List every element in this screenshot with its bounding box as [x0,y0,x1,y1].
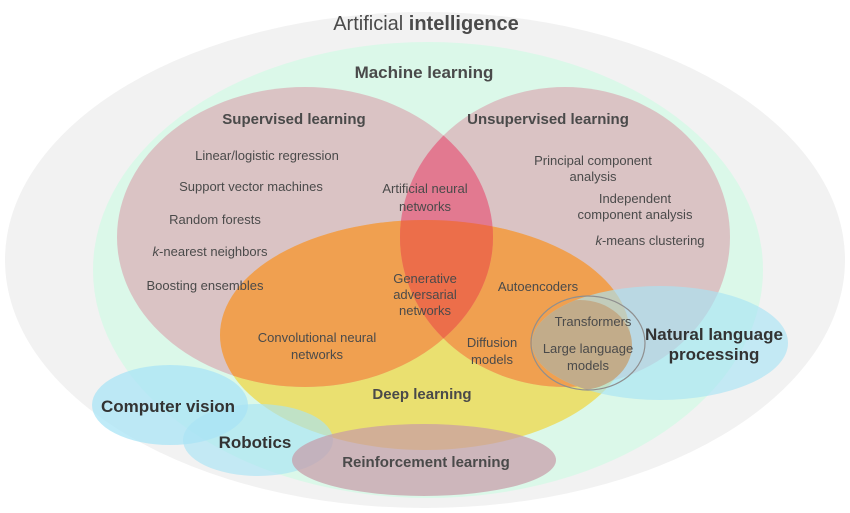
supervised-item: k-nearest neighbors [153,244,268,259]
nlp-label: Natural language [645,325,783,344]
ann-label: networks [399,199,452,214]
supervised-item: Boosting ensembles [146,278,264,293]
ica-label: component analysis [578,207,693,222]
gan-label: adversarial [393,287,457,302]
diffusion-label: Diffusion [467,335,517,350]
supervised-item: Support vector machines [179,179,323,194]
computer-vision-label: Computer vision [101,397,235,416]
unsupervised-label: Unsupervised learning [467,111,629,128]
ai-label: Artificial intelligence [333,13,519,35]
llm-region [530,295,646,391]
ica-label: Independent [599,191,672,206]
nlp-ml-overlap [532,300,632,390]
llm-label: Large language [543,341,633,356]
autoencoders-label: Autoencoders [498,279,579,294]
cnn-label: networks [291,347,344,362]
supervised-item: Random forests [169,212,261,227]
gan-label: networks [399,303,452,318]
gan-label: Generative [393,271,457,286]
reinforcement-learning-region [292,424,556,496]
nlp-label: processing [669,345,760,364]
ann-label: Artificial neural [382,181,467,196]
diffusion-label: models [471,352,513,367]
supervised-label: Supervised learning [222,111,365,128]
robotics-label: Robotics [219,433,292,452]
supervised-item: Linear/logistic regression [195,148,339,163]
deep-learning-label: Deep learning [372,386,471,403]
pca-label: analysis [570,169,617,184]
ml-label: Machine learning [355,63,494,82]
transformers-label: Transformers [555,314,632,329]
kmeans-label: k-means clustering [595,233,704,248]
cnn-label: Convolutional neural [258,330,377,345]
reinforcement-learning-label: Reinforcement learning [342,454,510,471]
pca-label: Principal component [534,153,652,168]
llm-label: models [567,358,609,373]
